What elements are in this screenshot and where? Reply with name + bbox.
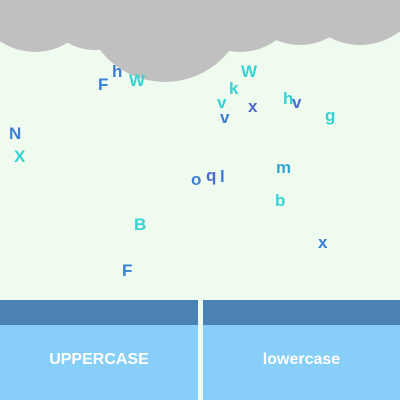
uppercase-bin[interactable]: UPPERCASE <box>0 300 198 400</box>
falling-letter[interactable]: o <box>191 170 202 189</box>
falling-letter[interactable]: B <box>134 215 147 234</box>
falling-letter[interactable]: v <box>292 93 302 112</box>
falling-letter[interactable]: q <box>206 166 217 185</box>
bin-divider <box>198 300 203 400</box>
falling-letter[interactable]: b <box>275 191 286 210</box>
falling-letter[interactable]: k <box>229 79 239 98</box>
lowercase-bin-body <box>203 325 400 400</box>
lowercase-bin[interactable]: lowercase <box>203 300 400 400</box>
lowercase-bin-lid <box>203 300 400 325</box>
falling-letter[interactable]: W <box>241 62 258 81</box>
falling-letter[interactable]: h <box>112 62 123 81</box>
falling-letter[interactable]: v <box>217 93 227 112</box>
uppercase-bin-body <box>0 325 198 400</box>
falling-letter[interactable]: h <box>283 89 294 108</box>
falling-letter[interactable]: v <box>220 108 230 127</box>
uppercase-bin-label: UPPERCASE <box>49 351 149 368</box>
falling-letter[interactable]: F <box>122 261 133 280</box>
falling-letter[interactable]: l <box>220 167 225 186</box>
falling-letter[interactable]: X <box>14 147 26 166</box>
falling-letter[interactable]: W <box>129 71 146 90</box>
uppercase-bin-lid <box>0 300 198 325</box>
falling-letter[interactable]: g <box>325 106 336 125</box>
falling-letter[interactable]: x <box>318 233 328 252</box>
cloud <box>0 0 400 82</box>
falling-letter[interactable]: m <box>276 158 292 177</box>
falling-letter[interactable]: x <box>248 97 258 116</box>
falling-letter[interactable]: N <box>9 124 22 143</box>
lowercase-bin-label: lowercase <box>262 351 341 368</box>
falling-letter[interactable]: F <box>98 75 109 94</box>
